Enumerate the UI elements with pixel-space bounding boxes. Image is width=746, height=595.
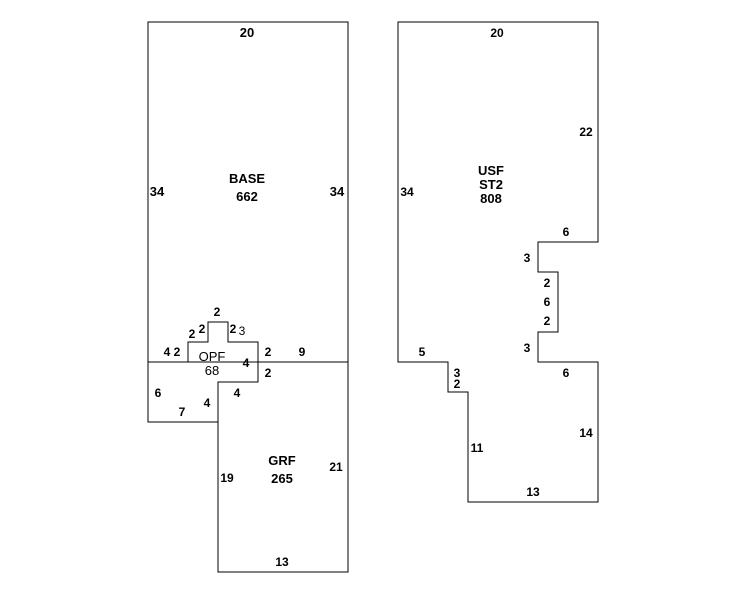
grf-area: 265 — [271, 471, 293, 486]
base-left-dim: 34 — [150, 184, 165, 199]
opf-dim: 6 — [155, 386, 162, 400]
usf-dim: 34 — [400, 185, 414, 199]
usf-dim: 13 — [526, 485, 540, 499]
opf-code: OPF — [199, 349, 226, 364]
usf-dim: 5 — [419, 345, 426, 359]
opf-dim: 2 — [189, 327, 196, 341]
divider-dim: 9 — [299, 345, 306, 359]
grf-right-dim: 21 — [329, 460, 343, 474]
usf-dim: 6 — [563, 225, 570, 239]
usf-dim: 6 — [544, 295, 551, 309]
base-area: 662 — [236, 189, 258, 204]
grf-bottom-dim: 13 — [275, 555, 289, 569]
usf-dim: 6 — [563, 366, 570, 380]
opf-dim: 4 — [234, 386, 241, 400]
base-right-dim: 34 — [330, 184, 345, 199]
usf-code: USF — [478, 163, 504, 178]
usf-dim: 2 — [544, 314, 551, 328]
base-code: BASE — [229, 171, 265, 186]
base-top-dim: 20 — [240, 25, 254, 40]
base-outline — [147, 21, 349, 363]
opf-dim: 4 — [164, 345, 171, 359]
opf-dim: 2 — [230, 322, 237, 336]
usf-dim: 3 — [524, 251, 531, 265]
usf-code2: ST2 — [479, 177, 503, 192]
usf-dim: 3 — [524, 341, 531, 355]
usf-dim: 2 — [544, 276, 551, 290]
usf-dim: 14 — [579, 426, 593, 440]
opf-dim: 2 — [214, 305, 221, 319]
usf-area: 808 — [480, 191, 502, 206]
right-sketch: USF ST2 808 20 34 22 6 3 2 6 2 3 6 14 13… — [397, 21, 599, 503]
grf-left-dim: 19 — [220, 471, 234, 485]
opf-dim: 2 — [199, 322, 206, 336]
opf-dim: 4 — [243, 356, 250, 370]
opf-dim: 4 — [204, 396, 211, 410]
opf-dim: 3 — [239, 324, 246, 338]
grf-outline — [217, 362, 349, 573]
grf-code: GRF — [268, 453, 296, 468]
opf-dim: 2 — [265, 345, 272, 359]
opf-dim: 7 — [179, 405, 186, 419]
opf-dim: 2 — [265, 366, 272, 380]
opf-area: 68 — [205, 363, 219, 378]
usf-dim: 11 — [471, 441, 484, 455]
usf-dim: 3 — [454, 366, 461, 380]
usf-dim: 2 — [454, 377, 461, 391]
usf-dim: 20 — [490, 26, 504, 40]
usf-dim: 22 — [579, 125, 593, 139]
left-sketch: 20 34 34 BASE 662 OPF 68 2 2 2 2 3 4 2 4… — [147, 21, 349, 573]
usf-outline — [397, 21, 599, 503]
opf-dim: 2 — [174, 345, 181, 359]
